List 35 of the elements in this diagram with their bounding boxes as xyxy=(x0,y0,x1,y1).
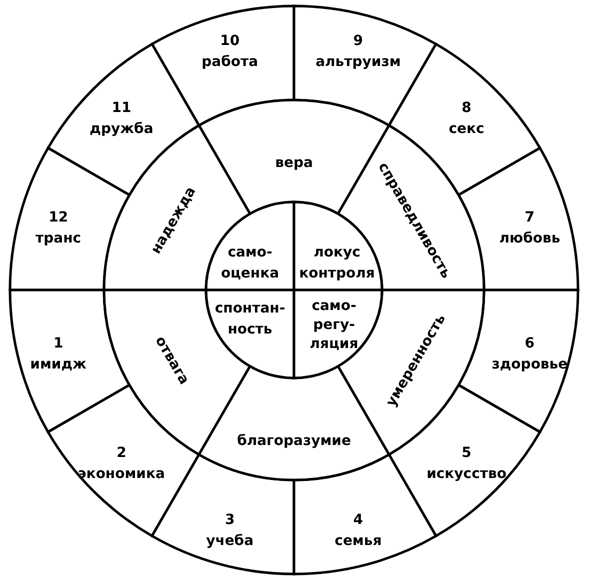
ring-sector xyxy=(8,146,131,292)
sector-number: 1 xyxy=(53,336,64,352)
sector-label: спонтан- ность xyxy=(214,300,286,338)
sector-label: дружба xyxy=(90,120,154,137)
sector-label: здоровье xyxy=(492,356,568,373)
sector-number: 10 xyxy=(220,32,240,49)
sector-number: 3 xyxy=(224,512,235,528)
sector-label: транс xyxy=(36,230,82,246)
sector-number: 12 xyxy=(48,209,68,226)
sector-label: учеба xyxy=(206,533,254,550)
sector-label: семья xyxy=(334,533,382,550)
sector-label: благоразумие xyxy=(237,433,351,449)
sector-number: 2 xyxy=(116,445,126,462)
sector-label: любовь xyxy=(499,230,560,246)
sector-number: 9 xyxy=(353,32,364,49)
sector-number: 5 xyxy=(462,445,472,462)
sector-label: локус контроля xyxy=(299,244,375,282)
sector-label: искусство xyxy=(426,466,506,482)
sector-label: секс xyxy=(448,120,484,137)
sector-number: 8 xyxy=(462,100,472,116)
sector-number: 6 xyxy=(524,336,535,352)
sector-number: 7 xyxy=(524,209,535,226)
ring-sector xyxy=(457,146,580,292)
circle-quadrant xyxy=(204,200,296,292)
circle-quadrant xyxy=(204,288,296,380)
sector-label: альтруизм xyxy=(316,54,401,70)
sector-label: само- оценка xyxy=(220,244,280,282)
sector-label: работа xyxy=(202,54,258,70)
sector-label: имидж xyxy=(30,356,86,373)
circle-quadrant xyxy=(292,288,384,380)
sector-number: 4 xyxy=(353,512,364,528)
sector-number: 11 xyxy=(112,100,132,116)
sector-label: само- регу- ляция xyxy=(310,298,358,352)
sector-label: вера xyxy=(275,155,313,171)
sector-label: экономика xyxy=(78,466,165,482)
